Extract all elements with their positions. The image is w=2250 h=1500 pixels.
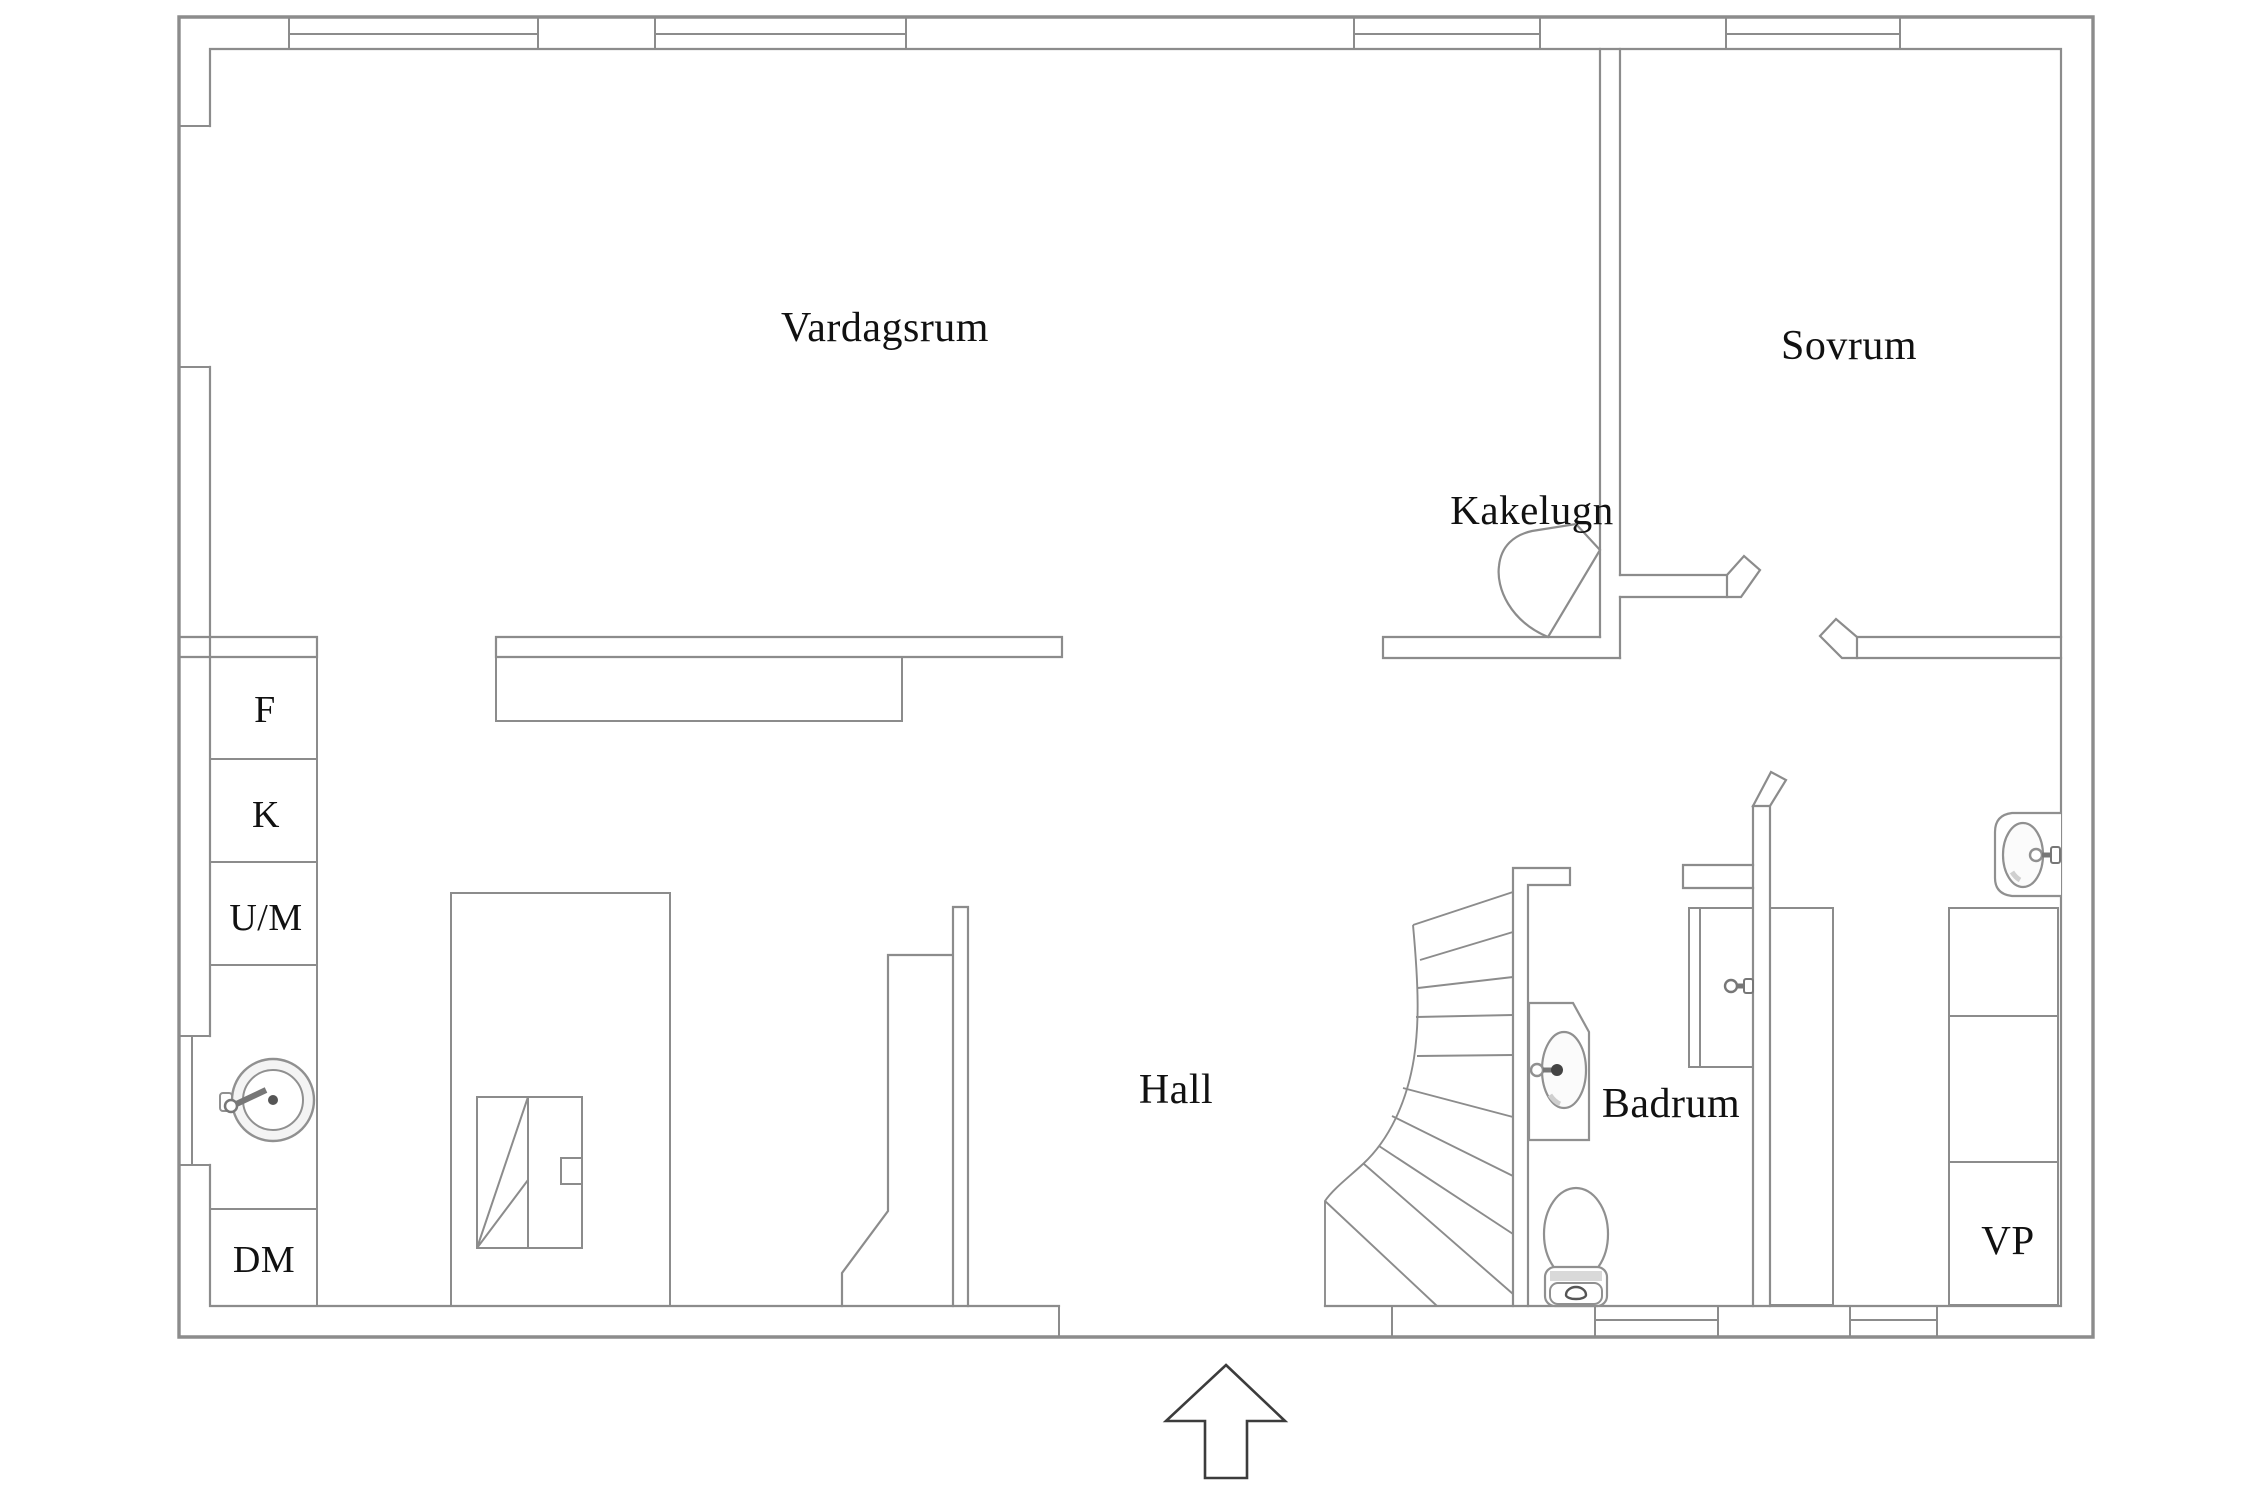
chimney-icon [450, 892, 671, 1307]
appliance-label-um: U/M [229, 897, 303, 939]
hall-niche-partition [840, 905, 970, 1308]
inner-wall-faces [208, 47, 2063, 1308]
hall-closet [1769, 907, 1834, 1306]
room-label-sovrum: Sovrum [1780, 323, 1918, 369]
door-jamb-bedroom-left [1725, 554, 1762, 599]
feature-label-kakelugn: Kakelugn [1450, 487, 1614, 533]
door-jamb-bedroom-right [1818, 617, 1859, 660]
window-marks [178, 16, 1938, 1338]
tiled-stove-icon [1497, 522, 1602, 639]
shower-icon [1688, 907, 1754, 1068]
utility-closet-vp [1948, 907, 2059, 1306]
washbasin-icon [1527, 1001, 1591, 1142]
kitchen-cabinet-run [210, 657, 318, 1306]
room-label-badrum: Badrum [1601, 1081, 1741, 1127]
feature-label-vp: VP [1981, 1217, 2035, 1263]
bedroom-door-stub [1618, 573, 1729, 599]
winder-stairs [1324, 891, 1514, 1307]
bathroom-top-stub [1681, 863, 1755, 890]
room-label-vardagsrum: Vardagsrum [781, 305, 989, 351]
livingroom-bedroom-wall [1598, 47, 1622, 660]
toilet-icon [1542, 1186, 1610, 1308]
bathroom-right-wall [1751, 804, 1772, 1308]
stove-nook-wall [1381, 635, 1622, 660]
door-jamb-bathroom [1751, 770, 1788, 808]
appliance-label-dm: DM [232, 1239, 296, 1281]
kitchen-sink-icon [219, 1057, 316, 1143]
bedroom-bottom-wall [1855, 635, 2063, 660]
outer-wall [177, 15, 2095, 1339]
kitchen-top-wall [179, 635, 319, 659]
kitchen-counter [495, 656, 903, 722]
appliance-label-f: F [254, 689, 276, 731]
room-label-hall: Hall [1138, 1067, 1214, 1113]
utility-sink-icon [1993, 811, 2061, 898]
appliance-label-k: K [252, 794, 280, 836]
entrance-arrow-icon [1162, 1363, 1289, 1480]
livingroom-hall-wall [494, 635, 1064, 659]
